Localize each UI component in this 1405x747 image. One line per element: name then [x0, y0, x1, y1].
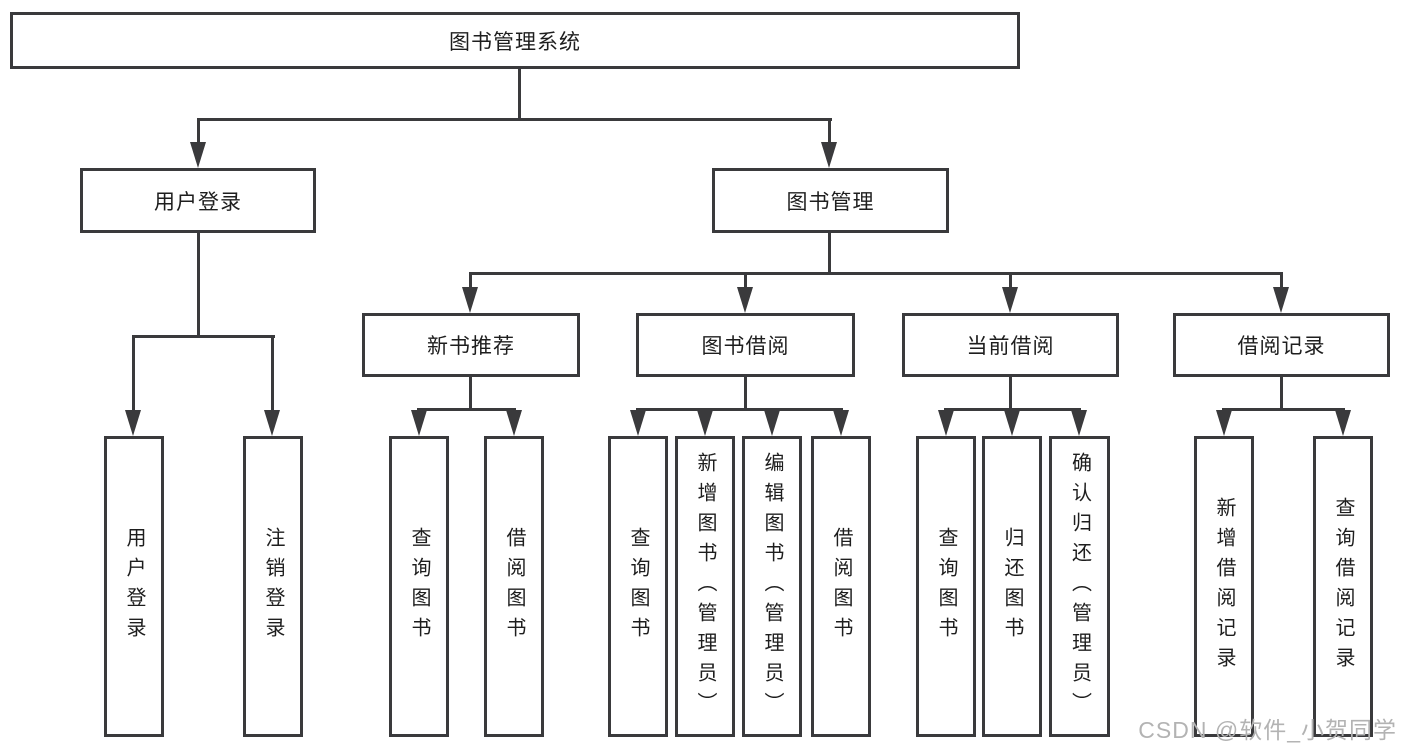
arrow-down-icon [1002, 287, 1018, 313]
arrow-down-icon [264, 410, 280, 436]
leaf-borrow-books-recommend: 借阅图书 [484, 436, 544, 737]
arrow-down-icon [125, 410, 141, 436]
arrow-down-icon [737, 287, 753, 313]
connector-line [197, 233, 200, 335]
connector-line [828, 233, 831, 272]
leaf-borrow-books: 借阅图书 [811, 436, 871, 737]
connector-line [944, 408, 1081, 411]
connector-line [1222, 408, 1345, 411]
arrow-down-icon [190, 142, 206, 168]
arrow-down-icon [1216, 410, 1232, 436]
leaf-add-books-admin: 新增图书（管理员） [675, 436, 735, 737]
node-user-login: 用户登录 [80, 168, 316, 233]
connector-line [1280, 377, 1283, 408]
csdn-watermark: CSDN @软件_小贺同学 [1138, 717, 1397, 743]
leaf-return-books: 归还图书 [982, 436, 1042, 737]
connector-line [1280, 275, 1283, 289]
arrow-down-icon [833, 410, 849, 436]
leaf-query-books-borrow: 查询图书 [608, 436, 668, 737]
leaf-query-books-recommend: 查询图书 [389, 436, 449, 737]
connector-line [744, 377, 747, 408]
connector-line [1009, 275, 1012, 289]
node-current-borrow: 当前借阅 [902, 313, 1119, 377]
connector-line [469, 272, 1283, 275]
connector-line [636, 408, 843, 411]
leaf-query-books-current: 查询图书 [916, 436, 976, 737]
arrow-down-icon [821, 142, 837, 168]
leaf-user-login: 用户登录 [104, 436, 164, 737]
leaf-query-borrow-record: 查询借阅记录 [1313, 436, 1373, 737]
connector-line [271, 338, 274, 412]
arrow-down-icon [1004, 410, 1020, 436]
connector-line [417, 408, 516, 411]
connector-line [1009, 377, 1012, 408]
node-new-book-recommend: 新书推荐 [362, 313, 580, 377]
arrow-down-icon [697, 410, 713, 436]
connector-line [197, 118, 832, 121]
leaf-add-borrow-record: 新增借阅记录 [1194, 436, 1254, 737]
connector-line [132, 338, 135, 412]
node-library-management-system: 图书管理系统 [10, 12, 1020, 69]
connector-line [197, 121, 200, 144]
leaf-logout-login: 注销登录 [243, 436, 303, 737]
connector-line [132, 335, 275, 338]
leaf-confirm-return-admin: 确认归还（管理员） [1049, 436, 1110, 737]
node-borrow-records: 借阅记录 [1173, 313, 1390, 377]
connector-line [828, 121, 831, 144]
node-book-borrow: 图书借阅 [636, 313, 855, 377]
connector-line [744, 275, 747, 289]
arrow-down-icon [1273, 287, 1289, 313]
node-book-management: 图书管理 [712, 168, 949, 233]
arrow-down-icon [1335, 410, 1351, 436]
arrow-down-icon [1071, 410, 1087, 436]
arrow-down-icon [506, 410, 522, 436]
arrow-down-icon [764, 410, 780, 436]
arrow-down-icon [630, 410, 646, 436]
connector-line [518, 69, 521, 118]
connector-line [469, 275, 472, 289]
arrow-down-icon [938, 410, 954, 436]
arrow-down-icon [462, 287, 478, 313]
connector-line [469, 377, 472, 408]
arrow-down-icon [411, 410, 427, 436]
leaf-edit-books-admin: 编辑图书（管理员） [742, 436, 802, 737]
